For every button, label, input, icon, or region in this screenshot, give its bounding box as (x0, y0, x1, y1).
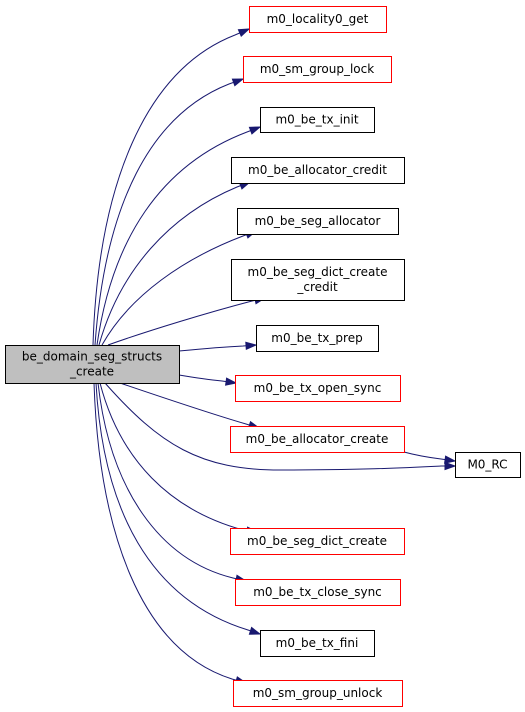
node-label: m0_be_allocator_credit (248, 163, 387, 177)
node-box (455, 452, 521, 478)
edge-line (98, 181, 251, 346)
callee-node-m0-be-allocator-credit: m0_be_allocator_credit (231, 157, 405, 184)
edge-root-to-n3 (96, 126, 262, 346)
edge-line (93, 382, 247, 684)
callee-node-m0-be-tx-close-sync[interactable]: m0_be_tx_close_sync (235, 579, 401, 606)
edge-line (96, 126, 261, 346)
edge-root-to-n6 (107, 296, 267, 346)
node-label: _create (69, 365, 114, 379)
edge-root-to-n12 (97, 382, 248, 583)
node-label: be_domain_seg_structs (22, 350, 162, 364)
node-label: m0_sm_group_unlock (253, 686, 383, 700)
edge-line (178, 374, 237, 384)
node-label: m0_be_allocator_create (246, 432, 389, 446)
node-label: m0_sm_group_lock (260, 62, 374, 76)
callee-node-m0-sm-group-unlock[interactable]: m0_sm_group_unlock (233, 680, 403, 707)
node-label: m0_be_seg_allocator (255, 214, 381, 228)
node-box (230, 426, 405, 453)
edge-line (97, 382, 247, 582)
node-box (233, 680, 403, 707)
arrowhead (225, 377, 238, 386)
node-box (260, 630, 375, 657)
arrowhead (444, 461, 457, 471)
edge-line (178, 344, 257, 352)
edge-root-to-n11 (99, 382, 259, 535)
node-box (235, 579, 401, 606)
edges-layer (92, 28, 457, 685)
edge-line (403, 451, 456, 462)
arrowhead (237, 28, 251, 38)
node-label: m0_be_tx_close_sync (253, 585, 382, 599)
edge-line (99, 382, 258, 533)
node-label: m0_be_tx_prep (271, 331, 362, 345)
node-box (5, 345, 180, 384)
edge-line (92, 28, 250, 346)
callee-node-m0-be-tx-open-sync[interactable]: m0_be_tx_open_sync (235, 375, 401, 402)
edge-root-to-n7 (178, 341, 258, 352)
node-box (231, 259, 405, 301)
node-label: m0_be_tx_fini (276, 636, 359, 650)
nodes-layer: be_domain_seg_structs_create m0_locality0… (5, 6, 521, 707)
edge-root-to-n8 (178, 374, 238, 386)
edge-root-to-n13 (95, 382, 262, 635)
edge-line (104, 382, 455, 471)
edge-line (94, 78, 244, 346)
callee-node-m0-be-seg-dict-create-credit: m0_be_seg_dict_create_credit (231, 259, 405, 301)
node-label: m0_be_seg_dict_create (247, 534, 387, 548)
callee-node-m0-locality0-get[interactable]: m0_locality0_get (249, 6, 387, 33)
edge-root-to-n10 (104, 382, 457, 471)
node-box (256, 325, 379, 352)
callee-node-m0-sm-group-lock[interactable]: m0_sm_group_lock (243, 56, 392, 83)
node-box (249, 6, 387, 33)
edge-root-to-n1 (92, 28, 251, 346)
arrowhead (444, 455, 457, 464)
callee-node-m0-be-seg-dict-create[interactable]: m0_be_seg_dict_create (230, 528, 405, 555)
node-label: M0_RC (467, 458, 507, 472)
node-label: m0_locality0_get (267, 12, 369, 26)
callee-node-m0-be-tx-init: m0_be_tx_init (260, 107, 375, 133)
callee-node-m0-be-allocator-create[interactable]: m0_be_allocator_create (230, 426, 405, 453)
node-label: m0_be_tx_open_sync (254, 381, 382, 395)
edge-line (101, 230, 257, 346)
node-box (260, 107, 375, 133)
callee-node-m0-be-tx-fini: m0_be_tx_fini (260, 630, 375, 657)
node-label: m0_be_tx_init (275, 113, 358, 127)
node-label: m0_be_seg_dict_create (248, 265, 388, 279)
node-box (243, 56, 392, 83)
node-box (231, 157, 405, 184)
callee-node-m0-be-tx-prep: m0_be_tx_prep (256, 325, 379, 352)
arrowhead (248, 626, 262, 635)
node-box (235, 375, 401, 402)
arrowhead (248, 126, 262, 135)
callee-node-m0-be-seg-allocator: m0_be_seg_allocator (237, 208, 399, 235)
node-label: _credit (296, 280, 338, 294)
callee-node-m0-rc: M0_RC (455, 452, 521, 478)
edge-n9-to-n10 (403, 451, 457, 464)
edge-root-to-n2 (94, 78, 245, 346)
arrowhead (245, 341, 258, 351)
edge-line (107, 297, 266, 346)
edge-line (119, 382, 260, 429)
edge-line (95, 382, 261, 635)
root-function-node: be_domain_seg_structs_create (5, 345, 180, 384)
node-box (230, 528, 405, 555)
arrowhead (231, 78, 245, 87)
node-box (237, 208, 399, 235)
